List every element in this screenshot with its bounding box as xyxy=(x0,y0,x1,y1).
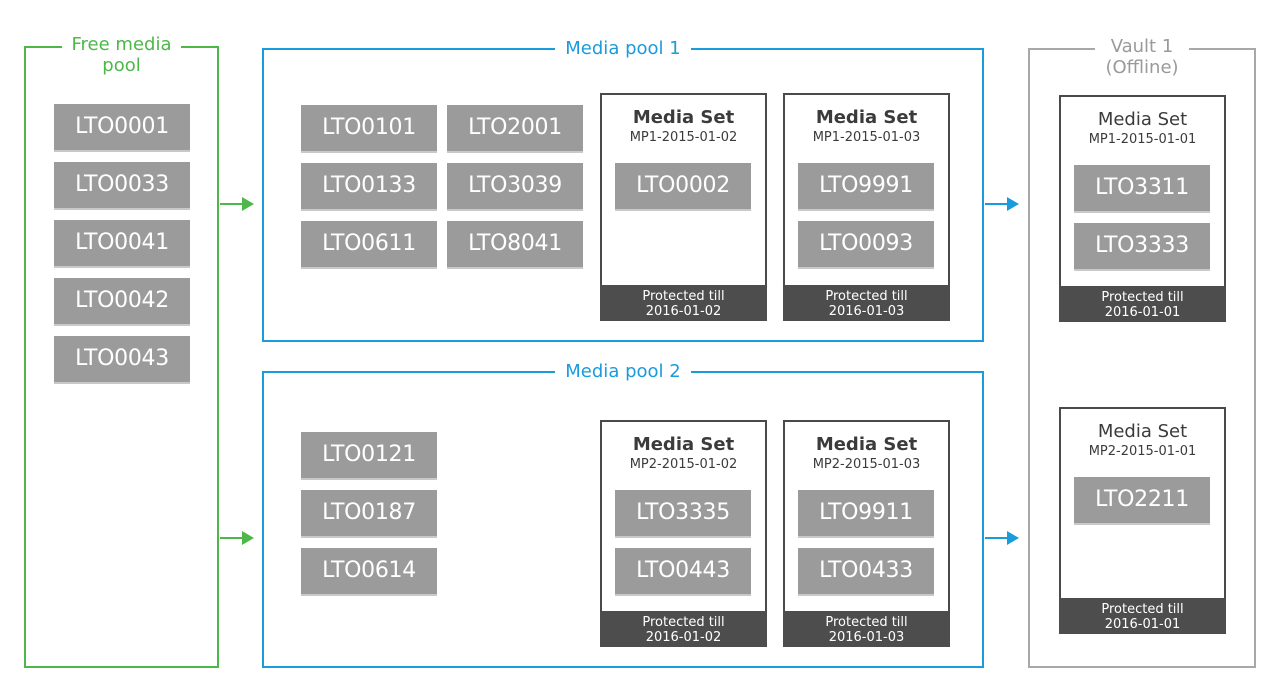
media-set-name: MP2-2015-01-03 xyxy=(812,457,921,472)
free-pool-title: Free media pool xyxy=(61,34,182,76)
protected-date: 2016-01-02 xyxy=(645,304,722,319)
media-set-card: Media Set MP1-2015-01-03 LTO9991 LTO0093… xyxy=(783,93,950,321)
tape: LTO3039 xyxy=(447,163,583,211)
media-set-name: MP2-2015-01-01 xyxy=(1088,444,1197,459)
media-set-title: Media Set xyxy=(815,434,918,455)
media-pool-2: Media pool 2 LTO0121 LTO0187 LTO0614 Med… xyxy=(262,361,984,668)
tape: LTO8041 xyxy=(447,221,583,269)
tape: LTO0187 xyxy=(301,490,437,538)
tape: LTO0133 xyxy=(301,163,437,211)
tape: LTO0043 xyxy=(54,336,190,384)
tape: LTO0093 xyxy=(798,221,934,269)
protected-date: 2016-01-01 xyxy=(1104,617,1181,632)
vault-title: Vault 1 (Offline) xyxy=(1095,36,1189,78)
media-set-title: Media Set xyxy=(632,107,735,128)
protected-label: Protected till xyxy=(825,289,908,304)
tape: LTO0121 xyxy=(301,432,437,480)
protected-label: Protected till xyxy=(1101,602,1184,617)
tape: LTO2211 xyxy=(1074,477,1210,525)
tape: LTO0033 xyxy=(54,162,190,210)
media-pool-1: Media pool 1 LTO0101 LTO2001 LTO0133 LTO… xyxy=(262,38,984,342)
media-set-name: MP1-2015-01-02 xyxy=(629,130,738,145)
tape: LTO0443 xyxy=(615,548,751,596)
protected-label: Protected till xyxy=(642,289,725,304)
protected-date: 2016-01-03 xyxy=(828,304,905,319)
media-set-name: MP1-2015-01-01 xyxy=(1088,132,1197,147)
tape: LTO0614 xyxy=(301,548,437,596)
media-set-card: Media Set MP1-2015-01-01 LTO3311 LTO3333… xyxy=(1059,95,1226,322)
tape: LTO0433 xyxy=(798,548,934,596)
media-pool-1-title: Media pool 1 xyxy=(555,38,691,60)
protected-label: Protected till xyxy=(642,615,725,630)
protected-label: Protected till xyxy=(825,615,908,630)
tape: LTO0001 xyxy=(54,104,190,152)
protection-footer: Protected till 2016-01-01 xyxy=(1059,286,1226,322)
tape: LTO0041 xyxy=(54,220,190,268)
media-set-card: Media Set MP2-2015-01-03 LTO9911 LTO0433… xyxy=(783,420,950,647)
tape: LTO3311 xyxy=(1074,165,1210,213)
tape: LTO3333 xyxy=(1074,223,1210,271)
free-media-pool: Free media pool LTO0001 LTO0033 LTO0041 … xyxy=(24,34,219,668)
vault: Vault 1 (Offline) Media Set MP1-2015-01-… xyxy=(1028,36,1256,668)
tape: LTO9911 xyxy=(798,490,934,538)
tape: LTO0042 xyxy=(54,278,190,326)
media-set-card: Media Set MP1-2015-01-02 LTO0002 Protect… xyxy=(600,93,767,321)
tape: LTO2001 xyxy=(447,105,583,153)
protection-footer: Protected till 2016-01-03 xyxy=(783,611,950,647)
protected-date: 2016-01-02 xyxy=(645,630,722,645)
arrow-to-media-pool-2 xyxy=(220,531,254,545)
protection-footer: Protected till 2016-01-01 xyxy=(1059,598,1226,634)
protected-date: 2016-01-01 xyxy=(1104,305,1181,320)
protected-label: Protected till xyxy=(1101,290,1184,305)
protection-footer: Protected till 2016-01-02 xyxy=(600,611,767,647)
arrow-to-vault-2 xyxy=(985,531,1019,545)
media-set-title: Media Set xyxy=(1097,421,1188,442)
arrow-to-vault-1 xyxy=(985,197,1019,211)
tape: LTO9991 xyxy=(798,163,934,211)
protection-footer: Protected till 2016-01-02 xyxy=(600,285,767,321)
arrow-to-media-pool-1 xyxy=(220,197,254,211)
media-set-title: Media Set xyxy=(815,107,918,128)
tape: LTO3335 xyxy=(615,490,751,538)
media-set-card: Media Set MP2-2015-01-01 LTO2211 Protect… xyxy=(1059,407,1226,634)
media-set-title: Media Set xyxy=(1097,109,1188,130)
tape: LTO0101 xyxy=(301,105,437,153)
media-set-title: Media Set xyxy=(632,434,735,455)
tape: LTO0002 xyxy=(615,163,751,211)
media-set-name: MP1-2015-01-03 xyxy=(812,130,921,145)
media-set-card: Media Set MP2-2015-01-02 LTO3335 LTO0443… xyxy=(600,420,767,647)
media-pool-2-title: Media pool 2 xyxy=(555,361,691,383)
media-set-name: MP2-2015-01-02 xyxy=(629,457,738,472)
protected-date: 2016-01-03 xyxy=(828,630,905,645)
tape: LTO0611 xyxy=(301,221,437,269)
protection-footer: Protected till 2016-01-03 xyxy=(783,285,950,321)
